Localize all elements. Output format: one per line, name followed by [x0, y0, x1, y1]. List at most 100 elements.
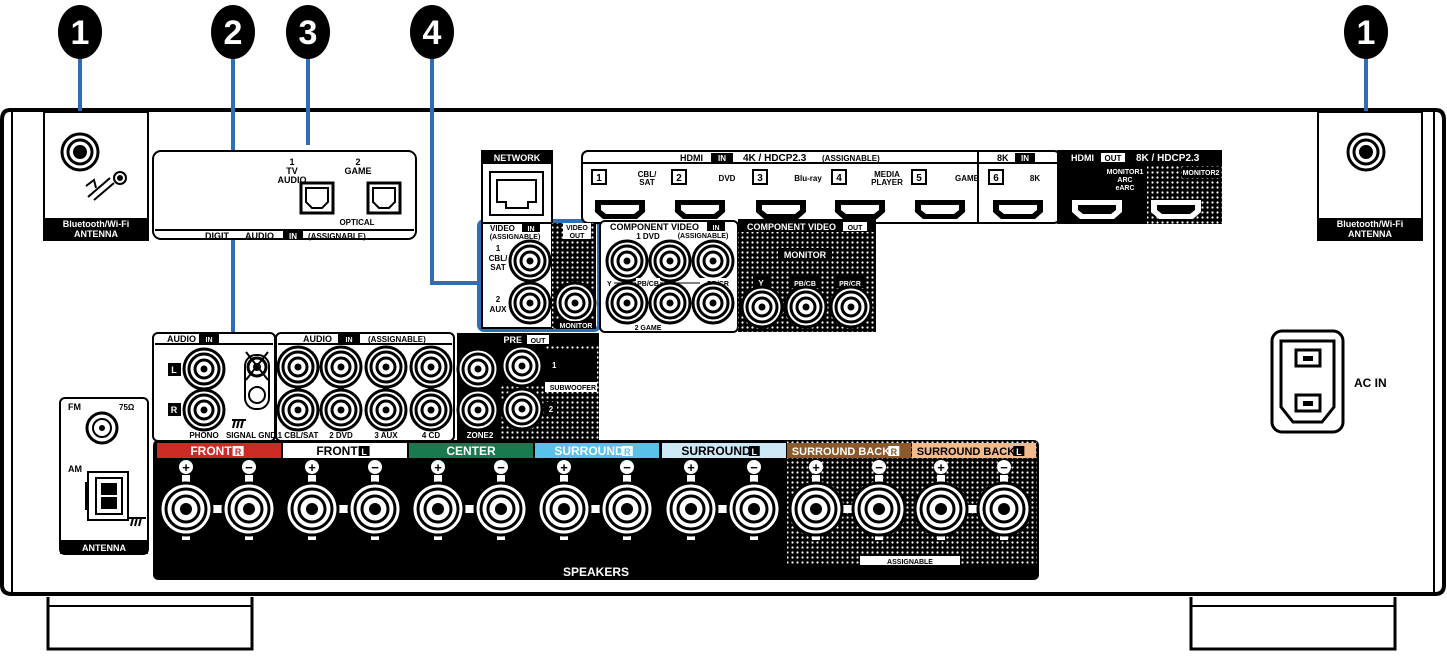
antenna-right-label-1: Bluetooth/Wi-Fi	[1337, 219, 1403, 229]
optical-port-1	[299, 181, 335, 215]
video-in-title: VIDEO	[490, 224, 515, 233]
audio-in-2-label: 2 DVD	[329, 431, 353, 440]
hdmi-in-hdcp: 4K / HDCP2.3	[743, 153, 807, 164]
callout-4	[410, 5, 454, 59]
hdmi-in-5-port	[915, 200, 965, 219]
component-video-out-panel: COMPONENT VIDEO OUT MONITOR Y PB/CB PR/C…	[738, 219, 876, 332]
hdmi-out-arc: ARC	[1117, 177, 1132, 184]
callout-2-text: 2	[224, 14, 243, 52]
video-in1-cbl: CBL/	[489, 254, 508, 263]
hdmi-out-monitor1: MONITOR1	[1107, 169, 1144, 176]
speaker-header-2	[283, 443, 407, 458]
pre-out-zone2-l	[456, 347, 500, 391]
audio-in-4-r-jack	[409, 388, 453, 432]
audio-assign-in-tag: IN	[346, 337, 353, 344]
pre-out-sub1-label: 1	[552, 361, 557, 370]
digital-audio-optical-panel: 1 TV AUDIO 2 GAME OPTICAL DIGIT AUDIO IN…	[152, 150, 417, 241]
speaker-2-plus-sign: +	[308, 460, 316, 475]
callout-1-right-text: 1	[1357, 14, 1376, 52]
network-label: NETWORK	[494, 153, 541, 163]
digital-label: DIGIT	[205, 231, 230, 241]
optical-1-label-tv: TV	[286, 166, 298, 176]
phono-l-tag: L	[171, 365, 177, 375]
hdmi-in-4-label-2: PLAYER	[871, 178, 903, 187]
subwoofer-2-jack	[500, 387, 544, 431]
hdmi-8k-num: 6	[993, 173, 999, 184]
pre-out-title: PRE	[503, 335, 522, 345]
speaker-name-7: SURROUND BACK	[917, 446, 1015, 458]
callout-3	[286, 5, 330, 59]
hdmi-out-tag: OUT	[1105, 154, 1122, 163]
am-ground-icon	[128, 517, 146, 527]
zone2-label: ZONE2	[467, 431, 494, 440]
ac-in-socket: AC IN	[1270, 329, 1387, 434]
speaker-4-plus-post	[536, 481, 592, 537]
component-in-game: 2 GAME	[635, 325, 662, 332]
speakers-assignable-label: ASSIGNABLE	[887, 559, 933, 566]
speaker-header-1	[157, 443, 281, 458]
hdmi-in-6-port	[993, 200, 1043, 219]
component-in-title: COMPONENT VIDEO	[610, 222, 699, 232]
foot-left	[46, 597, 254, 651]
hdmi-8k-label: 8K	[1030, 174, 1040, 183]
speaker-3-plus-post	[410, 481, 466, 537]
video-assignable: (ASSIGNABLE)	[490, 234, 541, 241]
component-out-y	[740, 285, 784, 329]
speaker-5-plus-sign: +	[687, 460, 695, 475]
foot-right	[1189, 597, 1397, 651]
component-video-in-panel: COMPONENT VIDEO IN 1 DVD (ASSIGNABLE) Y …	[599, 220, 739, 333]
optical-port-2	[366, 181, 402, 215]
antenna-icon	[85, 171, 127, 201]
component-in-assignable: (ASSIGNABLE)	[678, 233, 729, 240]
hdmi-in-2-port	[675, 200, 725, 219]
component-out-title: COMPONENT VIDEO	[747, 222, 836, 232]
component-out-tag: OUT	[848, 225, 864, 232]
video-in1-sat: SAT	[490, 263, 506, 272]
component-in2-y	[605, 281, 649, 325]
speaker-tag-2: L	[361, 447, 367, 457]
hdmi-in-3-num: 3	[757, 173, 763, 184]
phono-l-jack	[182, 347, 226, 391]
component-in1-pb	[648, 239, 692, 283]
audio-in-1-l-jack	[276, 345, 320, 389]
component-out-pr-label: PR/CR	[839, 281, 861, 288]
hdmi-in-1-num: 1	[596, 173, 602, 184]
hdmi-8k-in-tag: IN	[1021, 154, 1029, 163]
audio-assign-assignable: (ASSIGNABLE)	[368, 335, 426, 344]
hdmi-in-4-label: MEDIA	[874, 170, 900, 179]
speaker-tag-6: R	[891, 447, 898, 457]
speaker-tag-7: L	[1016, 447, 1022, 457]
callout-badges: 1 2 3 4 1	[58, 5, 1388, 59]
hdmi-in-3-port	[756, 200, 806, 219]
speaker-tag-1: R	[235, 447, 242, 457]
hdmi-in-1-label: CBL/	[638, 170, 657, 179]
speaker-4-minus-sign: −	[623, 460, 631, 475]
audio-in-3-label: 3 AUX	[374, 431, 398, 440]
signal-gnd-terminal	[244, 351, 270, 410]
component-out-pb	[784, 285, 828, 329]
pre-out-subwoofer-label: SUBWOOFER	[550, 385, 596, 392]
hdmi-out-monitor2: MONITOR2	[1183, 170, 1220, 177]
hdmi-out-1-port	[1072, 200, 1122, 219]
hdmi-out-earc: eARC	[1115, 185, 1134, 192]
hdmi-in-1-port	[595, 200, 645, 219]
hdmi-out-panel: HDMI OUT 8K / HDCP2.3 MONITOR1 ARC eARC …	[1057, 150, 1222, 224]
fm-label: FM	[68, 402, 81, 412]
speaker-5-plus-post	[663, 481, 719, 537]
antenna-right-label-2: ANTENNA	[1348, 229, 1392, 239]
pre-out-panel: PRE OUT 1 SUBWOOFER 2 ZONE2	[456, 333, 599, 441]
phono-label: PHONO	[189, 431, 218, 440]
hdmi-in-tag: IN	[718, 154, 726, 163]
component-out-pb-label: PB/CB	[794, 281, 816, 288]
pre-out-sub2-label: 2	[549, 405, 554, 414]
audio-in-1-r-jack	[276, 388, 320, 432]
speaker-6-plus-sign: +	[812, 460, 820, 475]
speaker-1-plus-post	[158, 481, 214, 537]
video-out-title: VIDEO	[566, 225, 588, 232]
callout-1-left-text: 1	[71, 14, 90, 52]
speaker-header-3	[409, 443, 533, 458]
component-out-monitor: MONITOR	[784, 250, 827, 260]
